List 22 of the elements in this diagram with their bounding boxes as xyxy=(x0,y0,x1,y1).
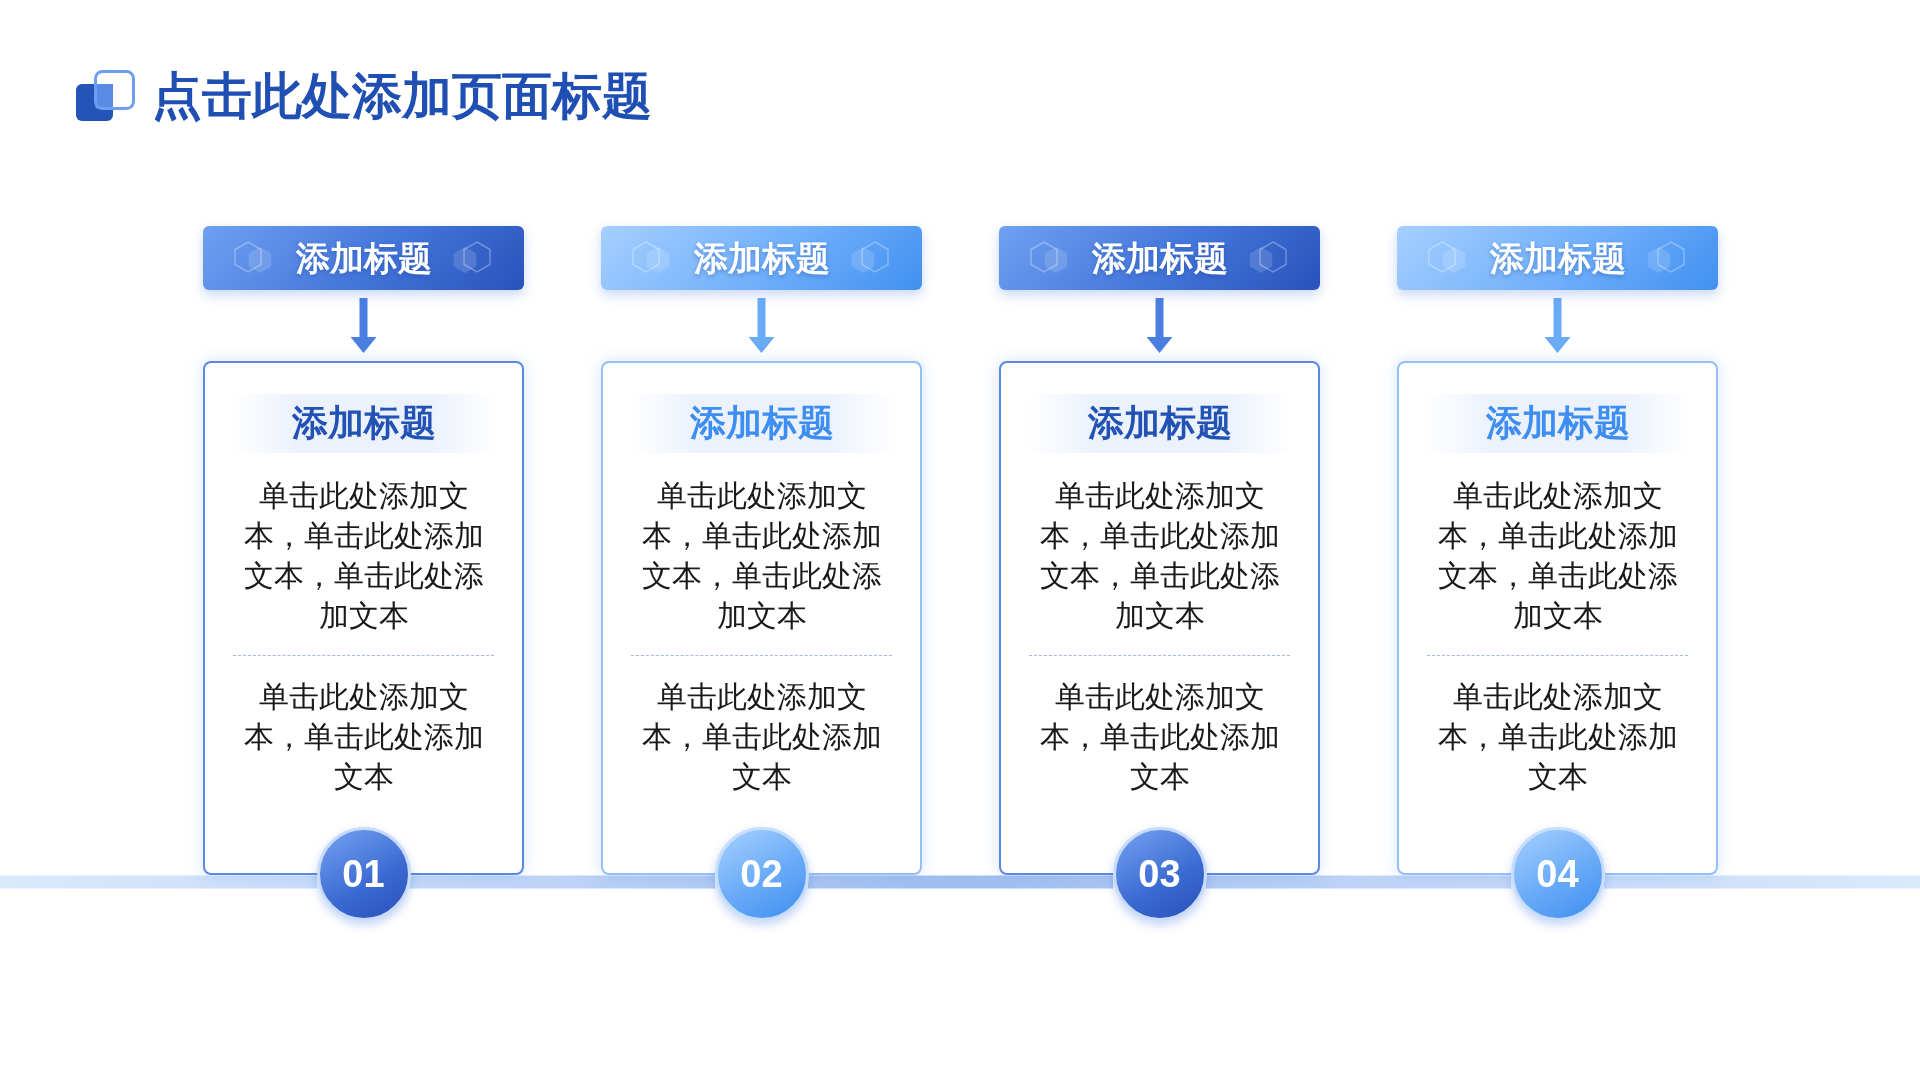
body-text: 单击此处添加文本，单击此处添加文本，单击此处添加文本 xyxy=(1436,477,1679,635)
timeline-band xyxy=(1205,875,1512,889)
header-banner xyxy=(203,226,524,290)
timeline-band xyxy=(409,875,716,889)
body-text: 单击此处添加文本，单击此处添加文本，单击此处添加文本 xyxy=(1038,477,1281,635)
body-text: 单击此处添加文本，单击此处添加文本 xyxy=(640,678,883,796)
timeline-band xyxy=(807,875,1114,889)
banner-heading: 添加标题 xyxy=(693,237,830,279)
banner-heading: 添加标题 xyxy=(295,237,432,279)
body-text: 单击此处添加文本，单击此处添加文本 xyxy=(242,678,485,796)
page-title: 点击此处添加页面标题 xyxy=(152,66,652,127)
body-text: 单击此处添加文本，单击此处添加文本 xyxy=(1038,678,1281,796)
timeline-band xyxy=(0,875,318,889)
banner-heading: 添加标题 xyxy=(1489,237,1626,279)
body-text: 单击此处添加文本，单击此处添加文本，单击此处添加文本 xyxy=(242,477,485,635)
header-banner xyxy=(601,226,922,290)
banner-heading: 添加标题 xyxy=(1091,237,1228,279)
header-banner xyxy=(1397,226,1718,290)
header-banner xyxy=(999,226,1320,290)
body-text: 单击此处添加文本，单击此处添加文本 xyxy=(1436,678,1679,796)
body-text: 单击此处添加文本，单击此处添加文本，单击此处添加文本 xyxy=(640,477,883,635)
timeline-band xyxy=(1603,875,1920,889)
